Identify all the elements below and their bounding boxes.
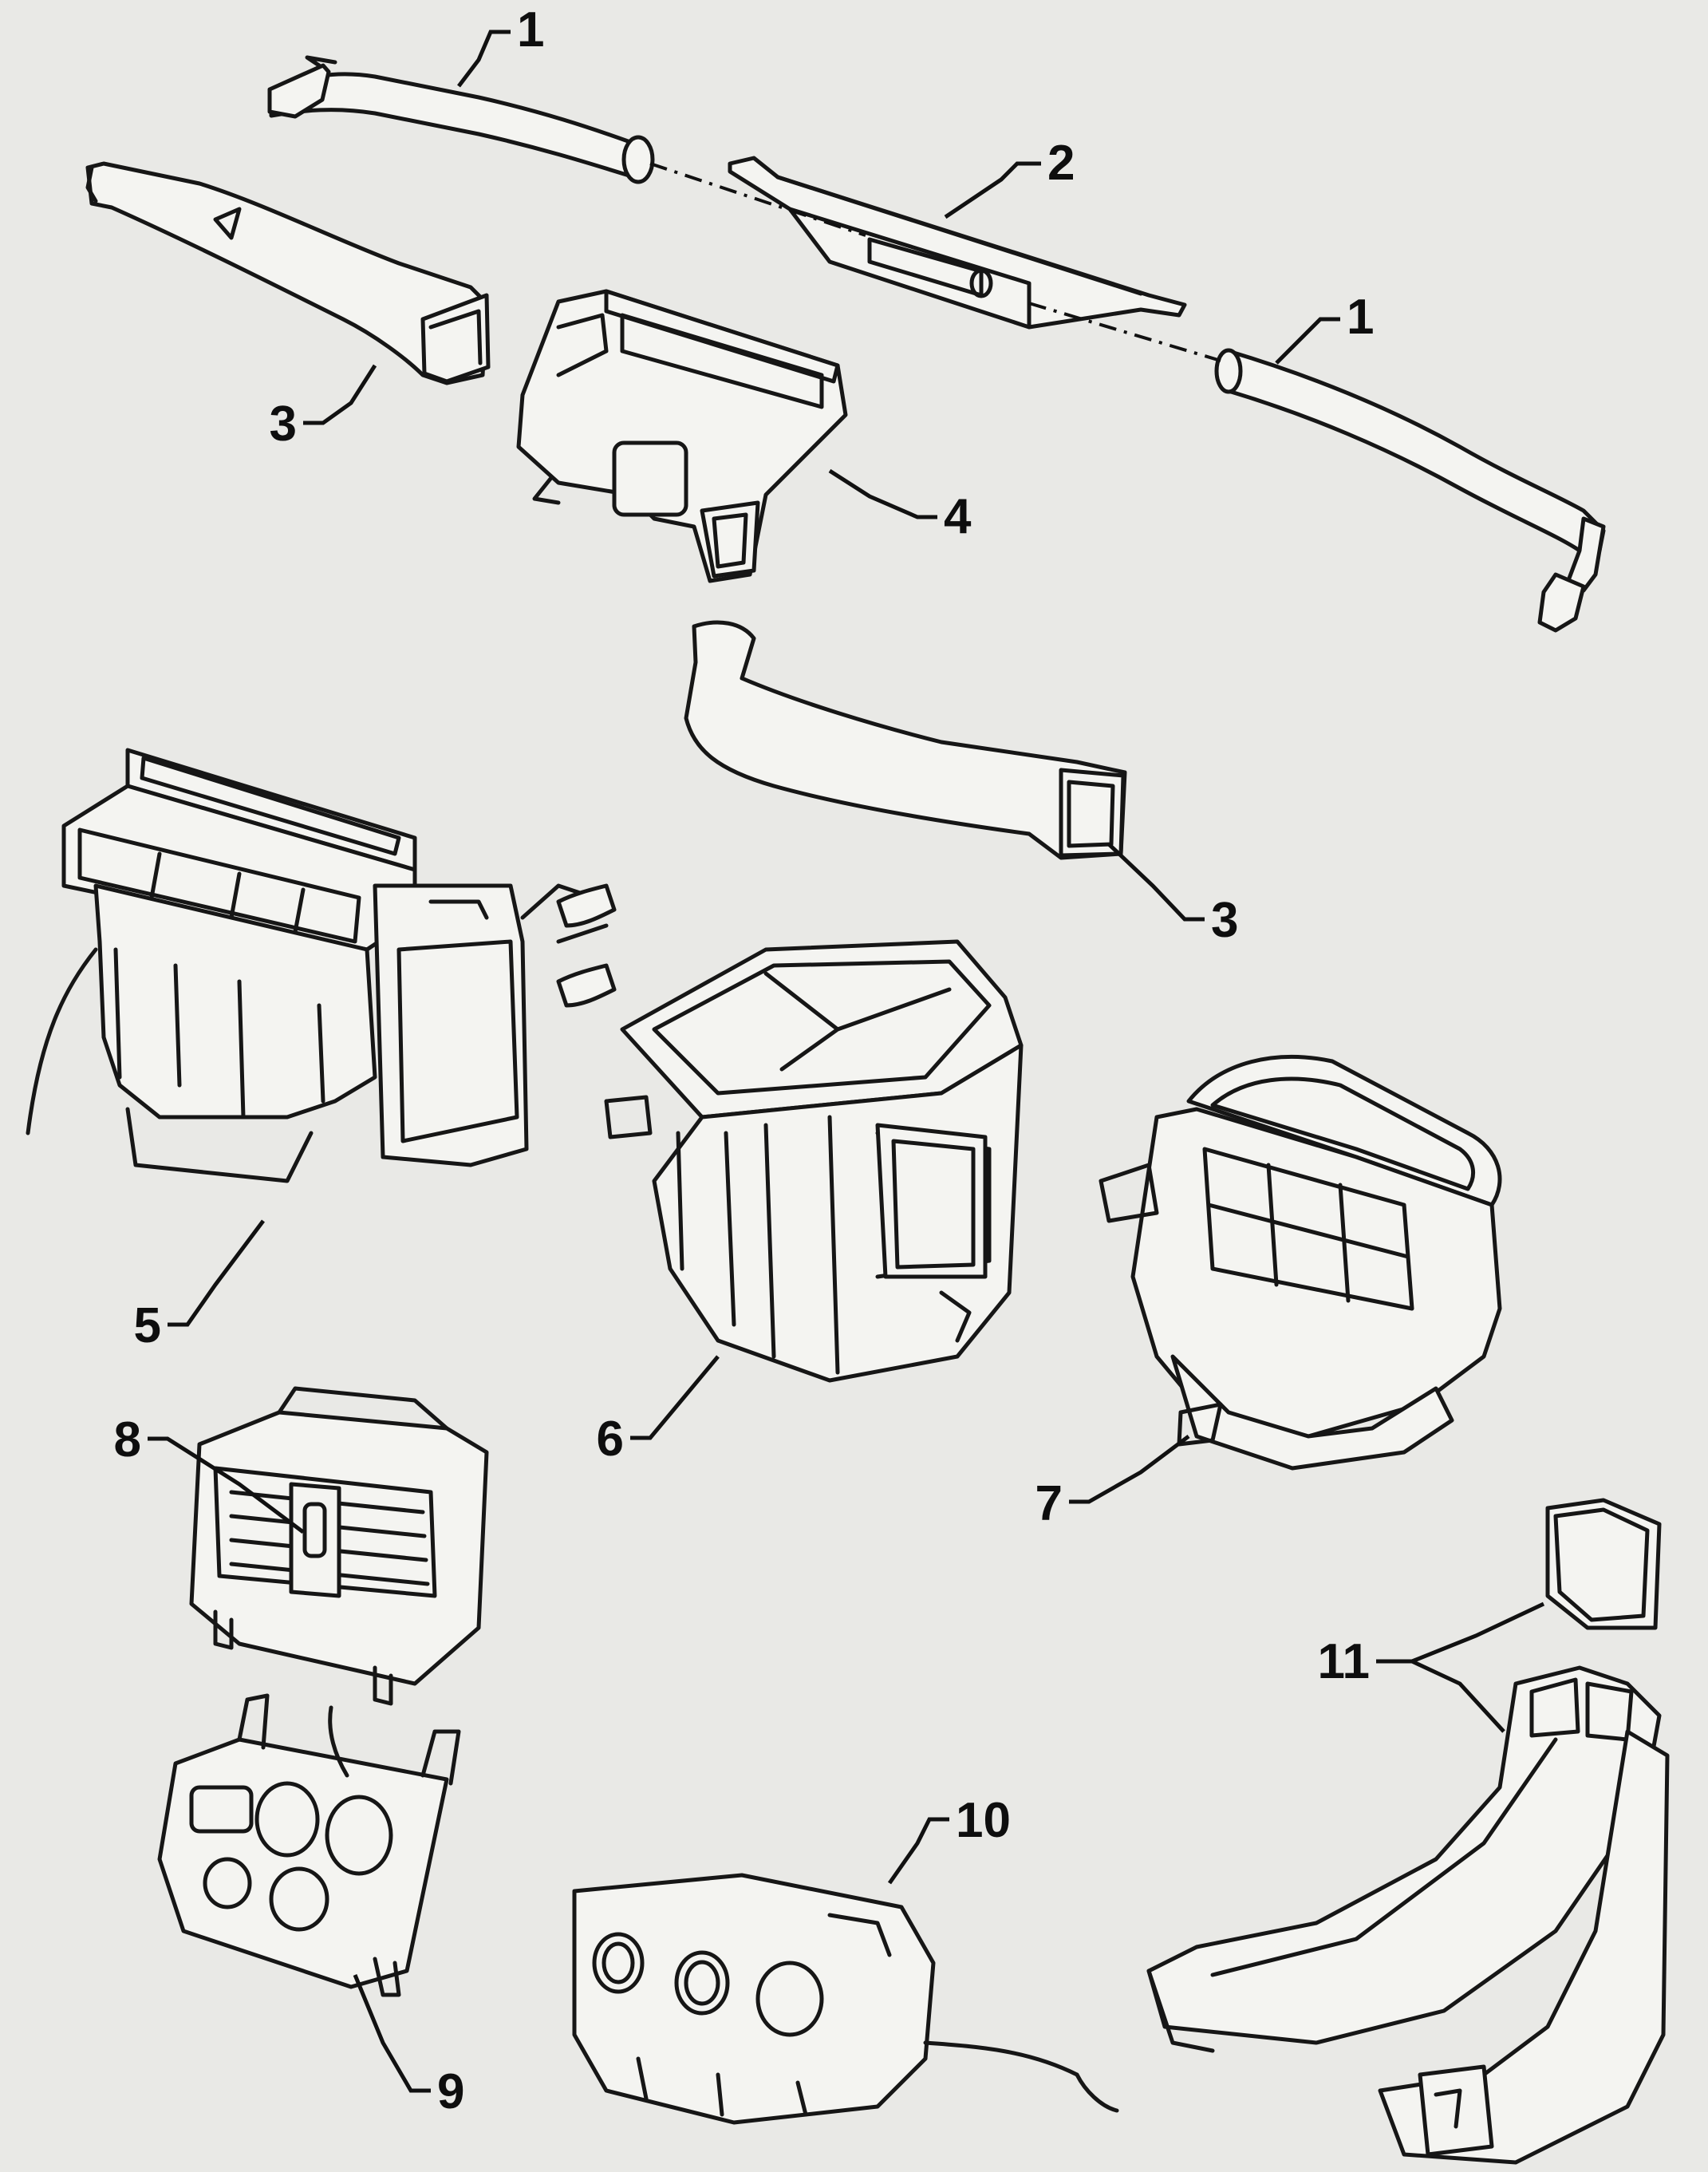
leader-c11a — [1376, 1601, 1545, 1664]
side-duct-left — [267, 55, 655, 184]
side-duct-right — [1214, 348, 1606, 633]
leader-c1b — [1275, 317, 1340, 365]
leader-c11b — [1410, 1659, 1505, 1733]
callout-11: 11 — [1317, 1634, 1370, 1689]
leader-c5 — [168, 1219, 265, 1327]
connector-line-left — [649, 162, 866, 237]
leader-c4 — [828, 468, 937, 519]
callout-3-upper: 3 — [270, 397, 297, 452]
leader-c9 — [353, 1974, 431, 2093]
control-module — [572, 1873, 1119, 2125]
leader-c10 — [887, 1817, 949, 1885]
floor-duct-upper — [85, 161, 491, 385]
leader-c3b — [1107, 843, 1205, 922]
leader-c8 — [148, 1436, 305, 1534]
callout-10: 10 — [956, 1793, 1011, 1848]
leader-c6 — [630, 1355, 720, 1440]
blower-assembly — [1099, 1054, 1502, 1471]
climate-control-panel — [157, 1693, 461, 1997]
leader-c3a — [303, 364, 377, 425]
evaporator-housing — [604, 939, 1024, 1383]
leader-c7 — [1069, 1435, 1190, 1504]
floor-duct-lower — [684, 620, 1127, 860]
connector-line-right — [1028, 302, 1221, 362]
center-vent-duct — [516, 289, 848, 583]
windshield-defroster-nozzle — [728, 156, 1187, 330]
heater-unit — [26, 748, 617, 1183]
rear-floor-ducts — [1146, 1498, 1670, 2165]
callout-3-lower: 3 — [1211, 893, 1238, 948]
callout-5: 5 — [134, 1298, 161, 1353]
callout-7: 7 — [1035, 1476, 1063, 1531]
callout-4: 4 — [944, 489, 972, 544]
leader-c1a — [457, 30, 511, 88]
callout-6: 6 — [597, 1412, 624, 1467]
leader-lines — [148, 30, 1545, 2093]
center-air-vent — [189, 1386, 489, 1706]
callout-1-left: 1 — [517, 2, 544, 57]
callout-2: 2 — [1047, 136, 1075, 191]
callout-8: 8 — [114, 1412, 141, 1467]
callout-9: 9 — [437, 2064, 464, 2119]
callout-1-right: 1 — [1347, 290, 1374, 345]
leader-c2 — [944, 161, 1041, 219]
callout-labels: 1 1 2 3 3 4 5 6 7 8 9 10 11 — [114, 2, 1375, 2119]
